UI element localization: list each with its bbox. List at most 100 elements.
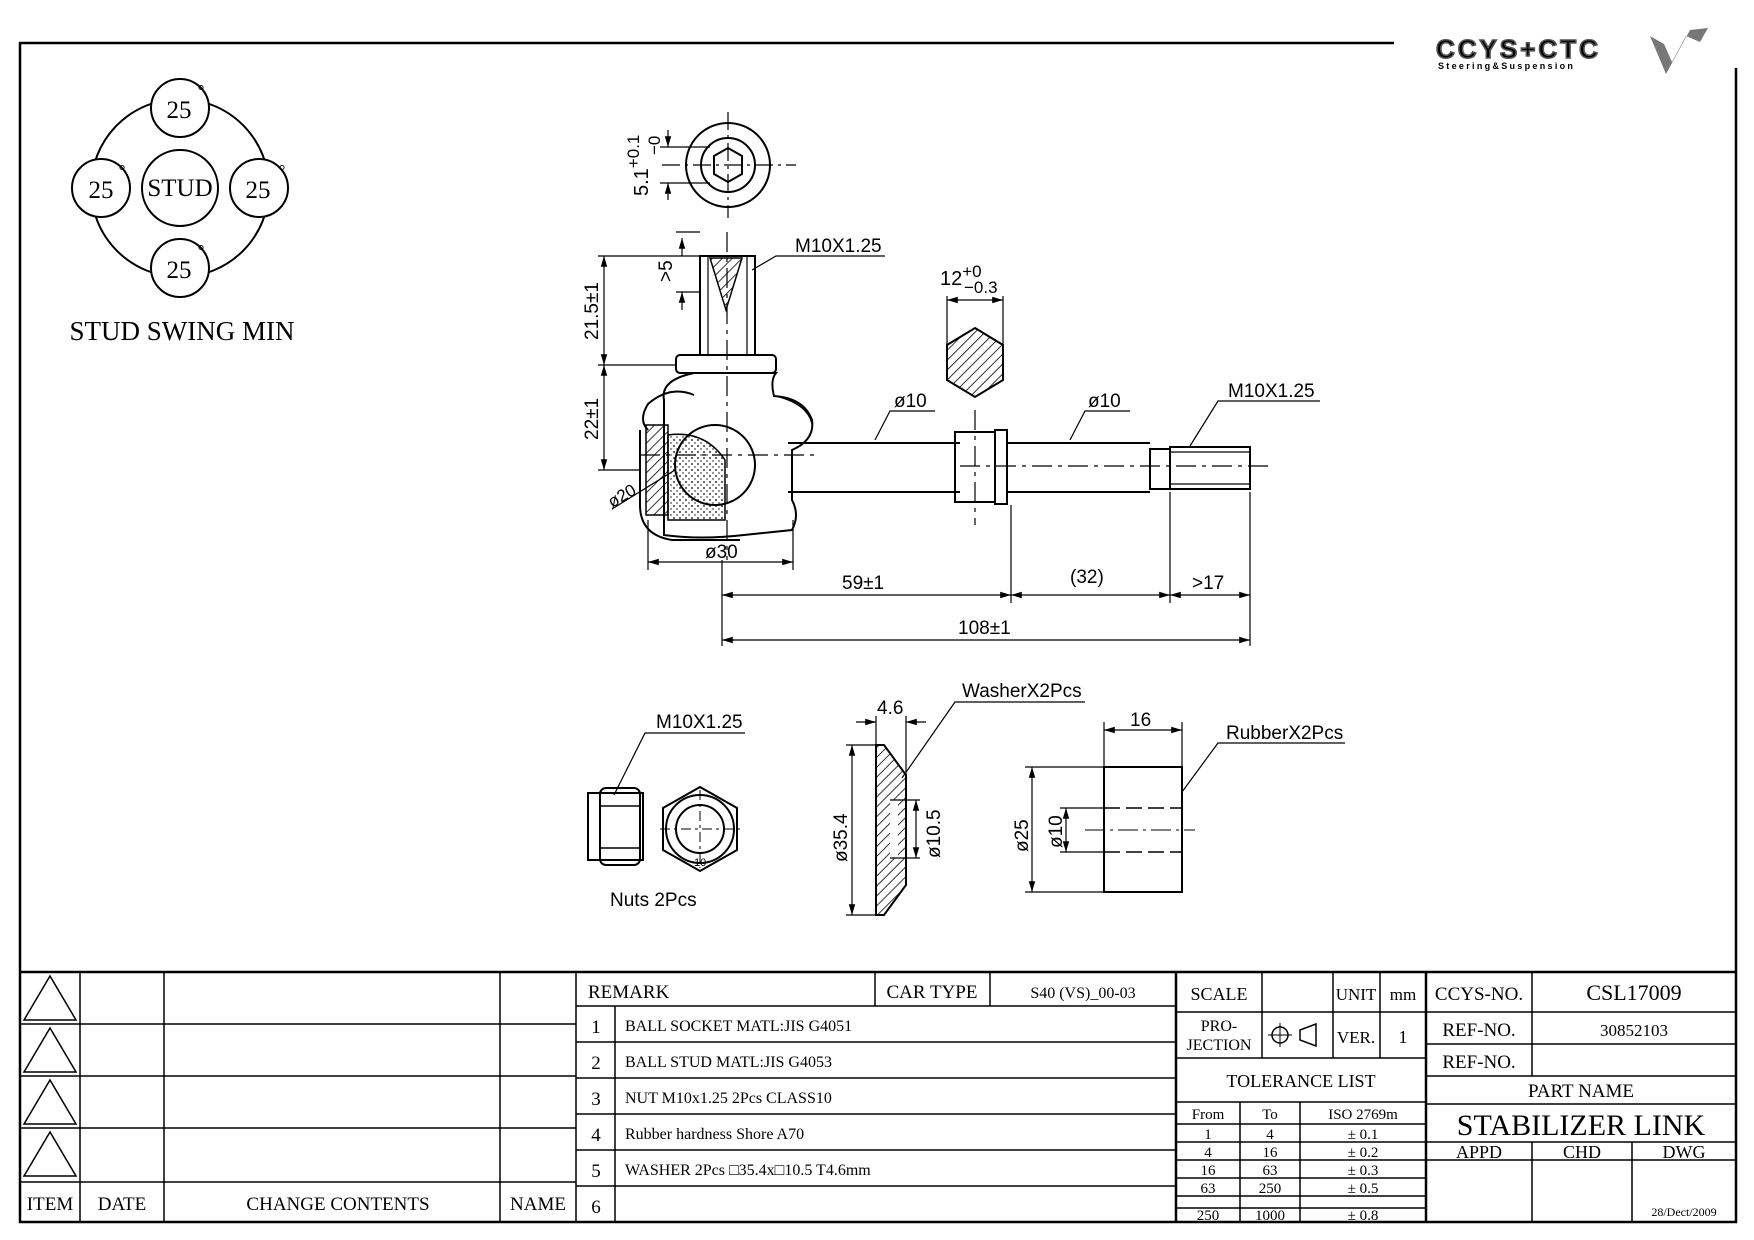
- ref-no2-label: REF-NO.: [1442, 1052, 1515, 1073]
- dim-22: 22±1: [582, 398, 603, 440]
- dim-rubber-od: ø25: [1012, 819, 1033, 852]
- dim-hex-across: 12+0: [940, 262, 982, 290]
- appd-label: APPD: [1456, 1142, 1502, 1162]
- dim-thread-top: M10X1.25: [795, 236, 882, 257]
- title-block: [20, 970, 1736, 1222]
- nuts-view: [587, 732, 745, 873]
- remark-text: BALL STUD MATL:JIS G4053: [625, 1054, 832, 1071]
- remark-no: 4: [591, 1125, 601, 1146]
- swing-degree-mark: °: [119, 161, 126, 180]
- nuts-label: Nuts 2Pcs: [610, 890, 697, 911]
- dim-thread-right: M10X1.25: [1228, 381, 1315, 402]
- dim-59: 59±1: [842, 573, 884, 594]
- dim-gt5: >5: [656, 260, 677, 282]
- rubber-view: [1025, 722, 1345, 893]
- nut-mark: 10: [694, 857, 706, 869]
- car-type-label: CAR TYPE: [887, 982, 978, 1003]
- remark-no: 5: [591, 1161, 601, 1182]
- swing-degree-mark: °: [198, 241, 205, 260]
- drawing-frame: [18, 41, 1738, 1224]
- remark-label: REMARK: [588, 982, 670, 1003]
- remark-no: 2: [591, 1053, 601, 1074]
- rev-header-date: DATE: [98, 1194, 147, 1215]
- tol-value: ± 0.8: [1348, 1208, 1379, 1224]
- scale-label: SCALE: [1190, 984, 1247, 1004]
- ccys-no-label: CCYS-NO.: [1435, 984, 1523, 1005]
- dim-hex-depth: 5.1+0.1: [624, 135, 653, 196]
- swing-angle-bottom: 25: [167, 257, 192, 284]
- tol-to: 4: [1266, 1127, 1274, 1143]
- tol-value: ± 0.3: [1348, 1163, 1379, 1179]
- ver-label: VER.: [1337, 1028, 1375, 1047]
- projection-label: JECTION: [1187, 1037, 1252, 1054]
- tol-to: 250: [1259, 1181, 1282, 1197]
- unit-value: mm: [1390, 985, 1416, 1004]
- tol-from: 250: [1197, 1208, 1220, 1224]
- logo-swoosh-icon: [1650, 28, 1708, 74]
- tol-value: ± 0.1: [1348, 1127, 1379, 1143]
- dwg-label: DWG: [1663, 1142, 1706, 1162]
- part-name-value: STABILIZER LINK: [1457, 1109, 1706, 1142]
- logo-text: CCYS+CTC: [1436, 34, 1601, 64]
- swing-degree-mark: °: [198, 81, 205, 100]
- swing-angle-top: 25: [167, 97, 192, 124]
- part-name-label: PART NAME: [1528, 1081, 1634, 1102]
- rev-header-name: NAME: [510, 1194, 566, 1215]
- dim-thread-nut: M10X1.25: [656, 712, 743, 733]
- dim-21-5: 21.5±1: [582, 282, 603, 340]
- remark-no: 3: [591, 1089, 601, 1110]
- dim-rubber-id: ø10: [1046, 815, 1067, 848]
- dim-hex-across-lower: −0.3: [964, 278, 998, 297]
- ccys-no-value: CSL17009: [1586, 980, 1681, 1005]
- remark-text: Rubber hardness Shore A70: [625, 1126, 804, 1143]
- tol-header-to: To: [1262, 1107, 1278, 1123]
- chd-label: CHD: [1563, 1142, 1601, 1162]
- swing-center-label: STUD: [147, 175, 212, 202]
- car-type-value: S40 (VS)_00-03: [1030, 985, 1135, 1002]
- tol-header-from: From: [1192, 1107, 1225, 1123]
- tol-from: 16: [1201, 1163, 1217, 1179]
- tol-header-iso: ISO 2769m: [1328, 1107, 1398, 1123]
- tol-to: 1000: [1255, 1208, 1285, 1224]
- tol-to: 63: [1263, 1163, 1278, 1179]
- dim-hex-depth-lower: −0: [645, 136, 664, 155]
- dim-108: 108±1: [958, 618, 1011, 639]
- drawing-date: 28/Dect/2009: [1651, 1205, 1716, 1219]
- remark-text: WASHER 2Pcs □35.4x□10.5 T4.6mm: [625, 1162, 871, 1179]
- rubber-label: RubberX2Pcs: [1226, 723, 1343, 744]
- company-logo: CCYS+CTC Steering&Suspension: [1435, 28, 1708, 74]
- dim-dia10-b: ø10: [1088, 391, 1121, 412]
- ver-value: 1: [1399, 1027, 1408, 1047]
- dim-washer-id: ø10.5: [924, 809, 945, 858]
- tol-value: ± 0.5: [1348, 1181, 1379, 1197]
- dim-rubber-length: 16: [1130, 710, 1151, 731]
- ref-no-value: 30852103: [1600, 1021, 1668, 1040]
- tol-from: 63: [1201, 1181, 1216, 1197]
- tol-from: 1: [1204, 1127, 1212, 1143]
- remark-no: 6: [591, 1197, 601, 1218]
- projection-label: PRO-: [1201, 1018, 1237, 1035]
- dim-washer-od: ø35.4: [831, 813, 852, 862]
- dim-17: >17: [1192, 573, 1224, 594]
- hex-section-view: [946, 296, 1004, 399]
- remark-no: 1: [591, 1017, 601, 1038]
- swing-angle-left: 25: [89, 177, 114, 204]
- swing-angle-right: 25: [246, 177, 271, 204]
- tol-value: ± 0.2: [1348, 1145, 1379, 1161]
- tol-to: 16: [1263, 1145, 1279, 1161]
- remark-text: NUT M10x1.25 2Pcs CLASS10: [625, 1090, 832, 1107]
- rev-header-item: ITEM: [27, 1194, 74, 1215]
- swing-caption: STUD SWING MIN: [70, 316, 295, 346]
- washer-label: WasherX2Pcs: [962, 681, 1082, 702]
- washer-view: [846, 701, 1085, 916]
- dim-32: (32): [1070, 567, 1104, 588]
- tolerance-title: TOLERANCE LIST: [1226, 1071, 1375, 1091]
- ref-no-label: REF-NO.: [1442, 1020, 1515, 1041]
- dim-dia20: ø20: [605, 480, 640, 511]
- rev-header-change: CHANGE CONTENTS: [246, 1194, 429, 1215]
- dim-washer-thickness: 4.6: [877, 698, 903, 719]
- dim-dia30: ø30: [705, 542, 738, 563]
- stud-swing-diagram: [71, 78, 289, 298]
- swing-degree-mark: °: [279, 161, 286, 180]
- dim-dia10-a: ø10: [894, 391, 927, 412]
